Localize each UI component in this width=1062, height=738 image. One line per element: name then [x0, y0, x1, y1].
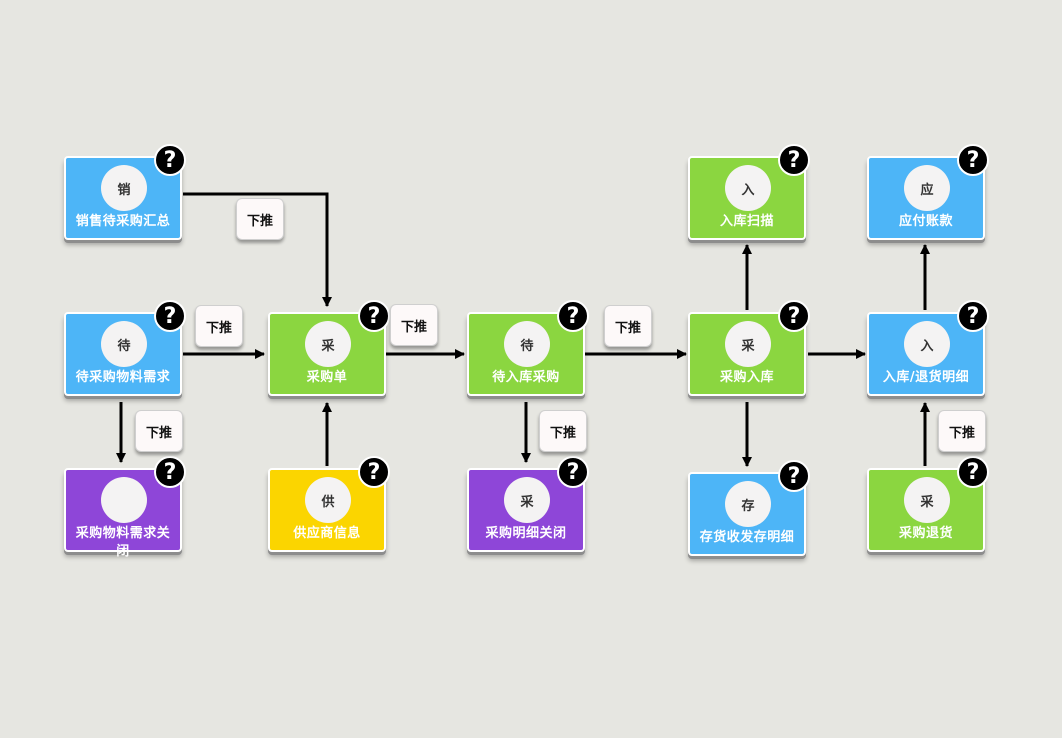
push-button-po-to-pending[interactable]: 下推	[390, 304, 438, 346]
node-purchase-order[interactable]: 采 采购单 ?	[268, 300, 390, 396]
node-label: 入库/退货明细	[882, 370, 970, 385]
help-icon[interactable]: ?	[557, 456, 589, 488]
help-icon[interactable]: ?	[154, 300, 186, 332]
connector-sales-to-po	[183, 192, 332, 307]
help-icon[interactable]: ?	[778, 300, 810, 332]
node-label: 采购退货	[898, 526, 953, 541]
help-icon[interactable]: ?	[778, 460, 810, 492]
payable-icon: 应	[904, 165, 950, 211]
node-sales-pending-summary[interactable]: 销 销售待采购汇总 ?	[64, 144, 186, 240]
node-label: 待采购物料需求	[75, 370, 171, 385]
inventory-icon: 存	[725, 481, 771, 527]
purchase-icon: 采	[904, 477, 950, 523]
supplier-icon: 供	[305, 477, 351, 523]
sales-icon: 销	[101, 165, 147, 211]
pending-icon: 待	[504, 321, 550, 367]
node-inbound-scan[interactable]: 入 入库扫描 ?	[688, 144, 810, 240]
node-purchase-inbound[interactable]: 采 采购入库 ?	[688, 300, 810, 396]
help-icon[interactable]: ?	[358, 456, 390, 488]
push-button-pending-to-detailclose[interactable]: 下推	[539, 410, 587, 452]
blank-icon	[101, 477, 147, 523]
node-purchase-return[interactable]: 采 采购退货 ?	[867, 456, 989, 552]
node-requirements-close[interactable]: 采购物料需求关闭 ?	[64, 456, 186, 559]
node-label: 销售待采购汇总	[75, 214, 171, 229]
purchase-icon: 采	[305, 321, 351, 367]
node-label: 采购物料需求关闭	[75, 526, 171, 559]
node-label: 入库扫描	[719, 214, 774, 229]
pending-icon: 待	[101, 321, 147, 367]
purchase-icon: 采	[504, 477, 550, 523]
help-icon[interactable]: ?	[957, 300, 989, 332]
help-icon[interactable]: ?	[358, 300, 390, 332]
node-label: 采购单	[306, 370, 348, 385]
help-icon[interactable]: ?	[957, 144, 989, 176]
node-inbound-return-detail[interactable]: 入 入库/退货明细 ?	[867, 300, 989, 396]
node-accounts-payable[interactable]: 应 应付账款 ?	[867, 144, 989, 240]
push-button-req-to-po[interactable]: 下推	[195, 305, 243, 347]
node-purchase-detail-close[interactable]: 采 采购明细关闭 ?	[467, 456, 589, 552]
help-icon[interactable]: ?	[154, 144, 186, 176]
push-button-sales-to-po[interactable]: 下推	[236, 198, 284, 240]
node-inventory-detail[interactable]: 存 存货收发存明细 ?	[688, 460, 810, 556]
push-button-pending-to-inbound[interactable]: 下推	[604, 305, 652, 347]
node-label: 待入库采购	[492, 370, 560, 385]
node-label: 采购明细关闭	[485, 526, 567, 541]
help-icon[interactable]: ?	[154, 456, 186, 488]
node-pending-material-requirements[interactable]: 待 待采购物料需求 ?	[64, 300, 186, 396]
node-label: 存货收发存明细	[699, 530, 795, 545]
help-icon[interactable]: ?	[957, 456, 989, 488]
help-icon[interactable]: ?	[557, 300, 589, 332]
push-button-return-to-returndetail[interactable]: 下推	[938, 410, 986, 452]
node-label: 供应商信息	[293, 526, 361, 541]
node-pending-inbound-purchase[interactable]: 待 待入库采购 ?	[467, 300, 589, 396]
node-label: 采购入库	[719, 370, 774, 385]
inbound-icon: 入	[904, 321, 950, 367]
purchase-icon: 采	[725, 321, 771, 367]
push-button-req-to-close[interactable]: 下推	[135, 410, 183, 452]
node-supplier-info[interactable]: 供 供应商信息 ?	[268, 456, 390, 552]
help-icon[interactable]: ?	[778, 144, 810, 176]
inbound-icon: 入	[725, 165, 771, 211]
node-label: 应付账款	[898, 214, 953, 229]
